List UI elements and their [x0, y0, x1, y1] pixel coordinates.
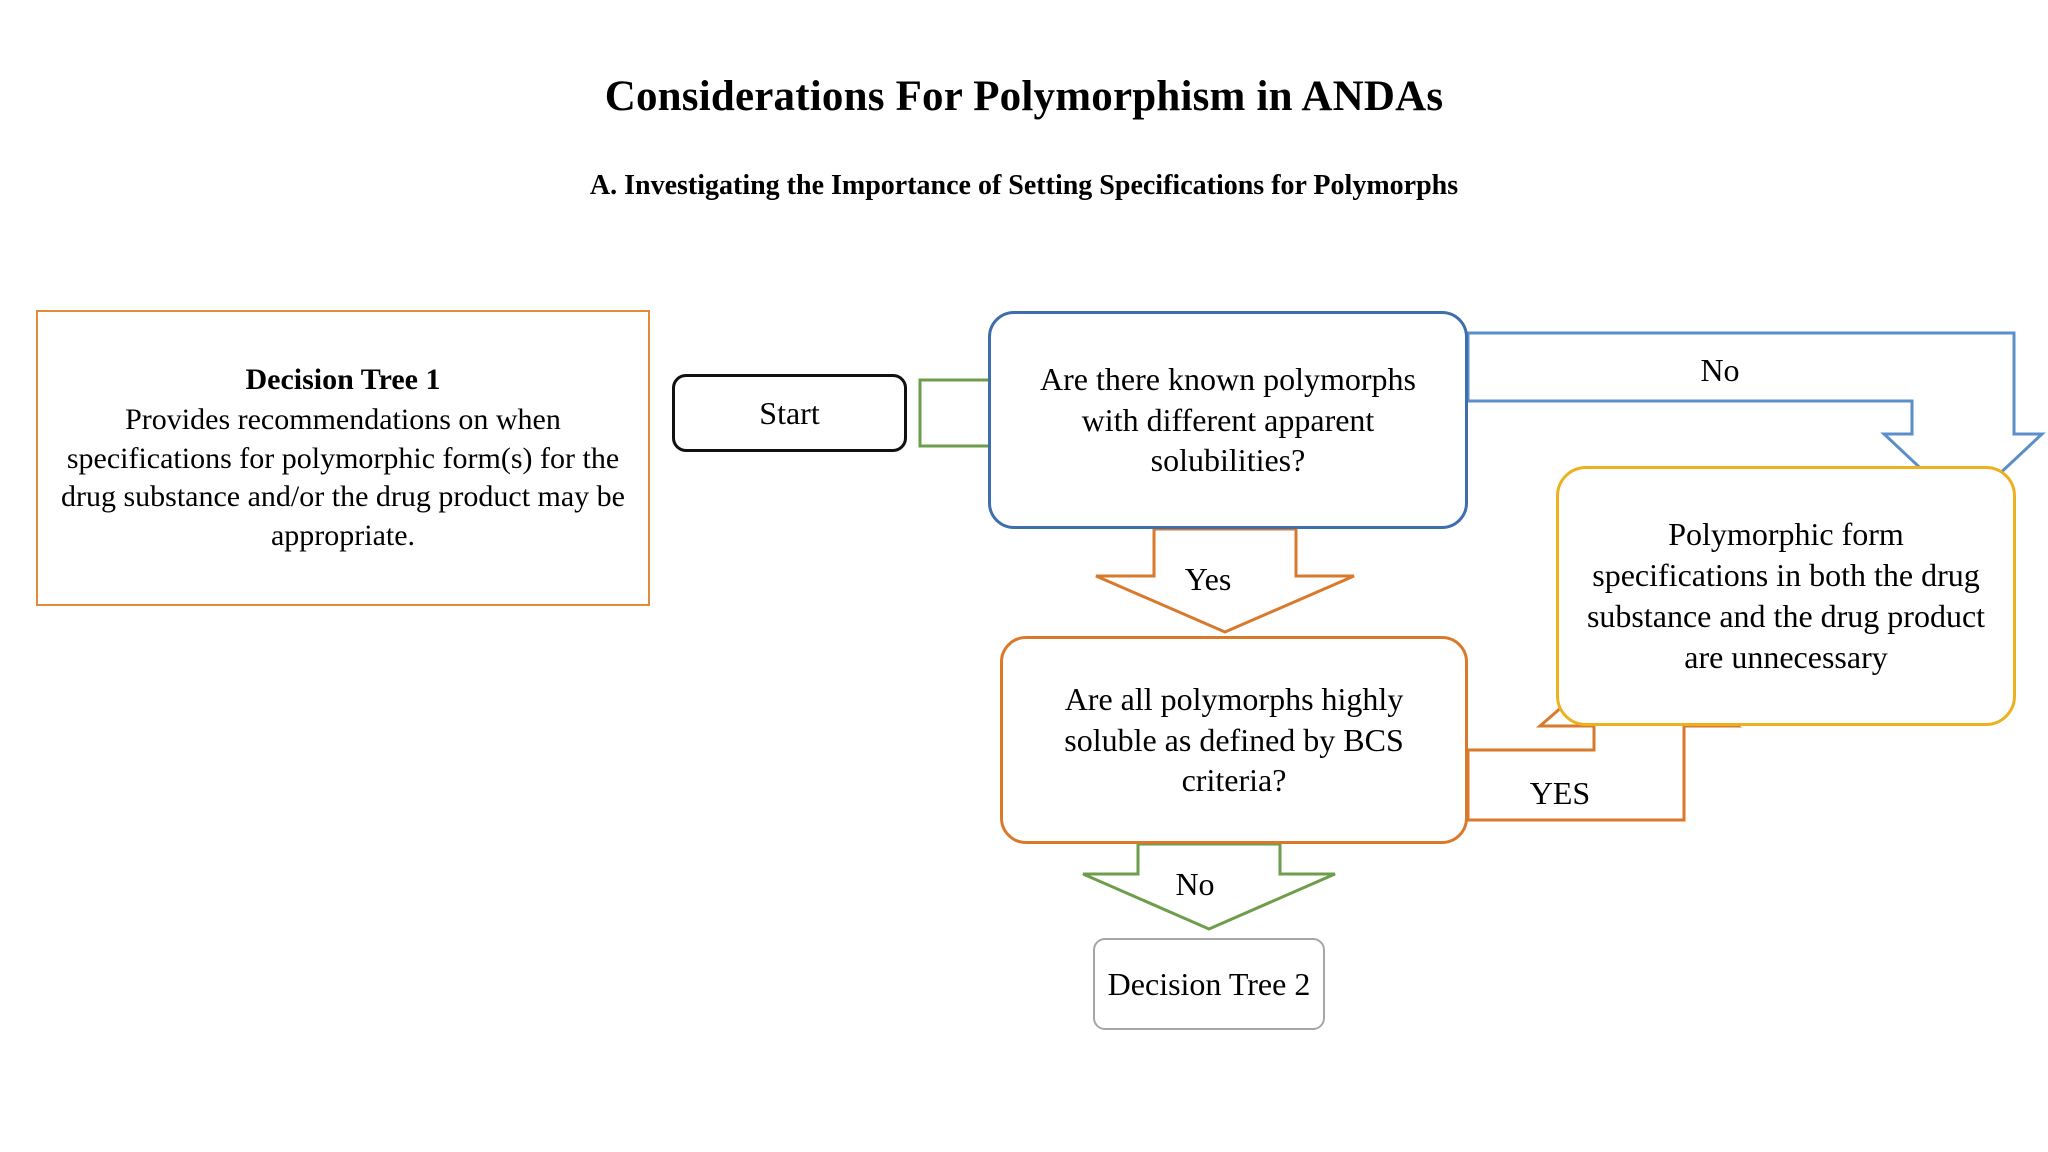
node-question-known-polymorphs[interactable]: Are there known polymorphs with differen… — [988, 311, 1468, 529]
edge-label-question2-yes: YES — [1529, 775, 1591, 811]
node-start[interactable]: Start — [672, 374, 907, 452]
node-question-bcs-criteria[interactable]: Are all polymorphs highly soluble as def… — [1000, 636, 1468, 844]
info-card-title: Decision Tree 1 — [245, 363, 441, 397]
node-question-2-label: Are all polymorphs highly soluble as def… — [1064, 680, 1404, 799]
node-decision-tree-2[interactable]: Decision Tree 2 — [1093, 938, 1325, 1030]
node-decision-tree-2-label: Decision Tree 2 — [1107, 965, 1311, 1002]
decision-tree-1-info-card: Decision Tree 1 Provides recommendations… — [36, 310, 650, 606]
edge-label-question1-no: No — [1700, 352, 1740, 388]
page-title: Considerations For Polymorphism in ANDAs — [604, 73, 1444, 120]
node-start-label: Start — [759, 394, 820, 431]
node-outcome-label: Polymorphic form specifications in both … — [1586, 516, 1986, 675]
node-question-1-label: Are there known polymorphs with differen… — [1040, 360, 1416, 479]
node-outcome-specifications-unnecessary[interactable]: Polymorphic form specifications in both … — [1556, 466, 2016, 726]
edge-label-question2-no: No — [1175, 866, 1215, 902]
info-card-body: Provides recommendations on when specifi… — [60, 403, 625, 552]
page-subtitle: A. Investigating the Importance of Setti… — [589, 170, 1459, 201]
edge-label-question1-yes: Yes — [1184, 561, 1232, 597]
